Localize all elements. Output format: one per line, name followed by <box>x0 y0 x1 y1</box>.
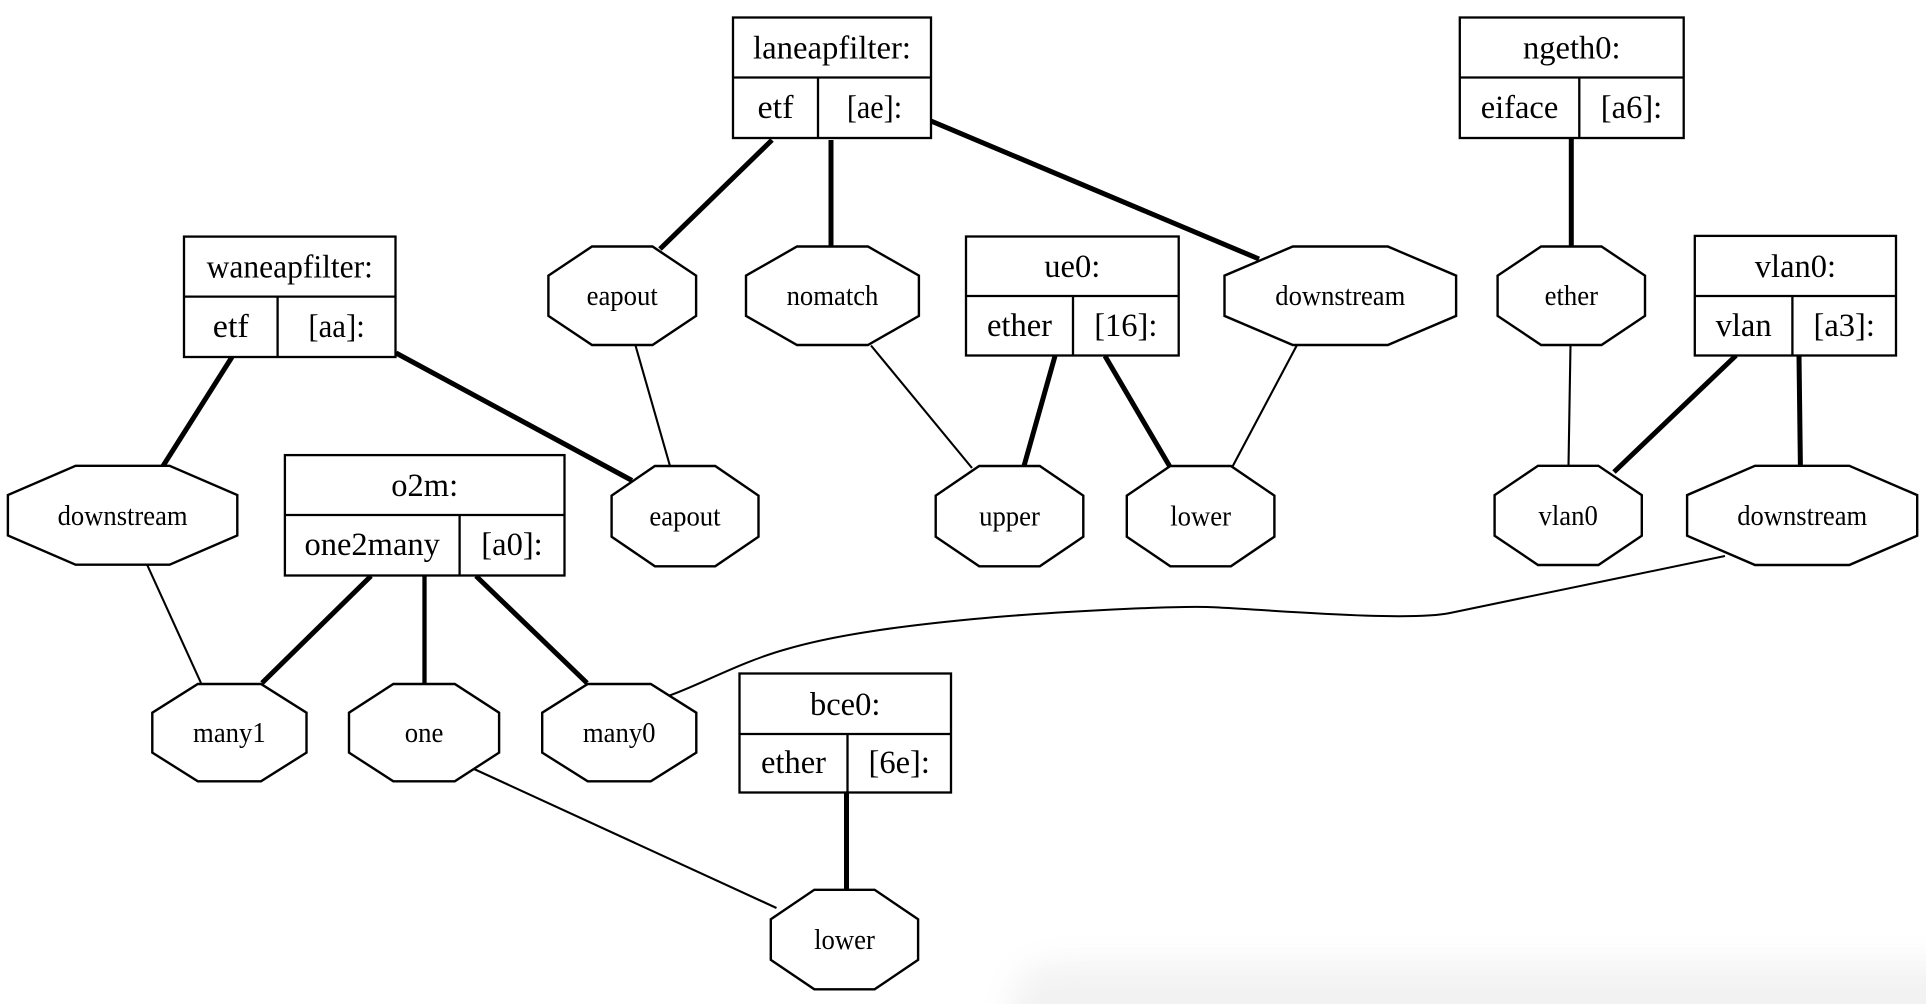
svg-text:lower: lower <box>814 925 875 956</box>
svg-text:etf: etf <box>213 309 249 345</box>
svg-text:[aa]:: [aa]: <box>308 309 364 345</box>
svg-text:many1: many1 <box>193 718 266 749</box>
svg-text:ue0:: ue0: <box>1044 249 1100 285</box>
svg-text:waneapfilter:: waneapfilter: <box>207 250 373 286</box>
svg-text:upper: upper <box>979 502 1040 533</box>
svg-text:eapout: eapout <box>587 281 658 312</box>
svg-text:eapout: eapout <box>649 502 720 533</box>
svg-text:[16]:: [16]: <box>1094 308 1157 344</box>
svg-text:vlan: vlan <box>1716 308 1772 344</box>
svg-text:downstream: downstream <box>58 501 188 532</box>
svg-text:vlan0:: vlan0: <box>1755 249 1836 285</box>
svg-text:downstream: downstream <box>1275 281 1405 312</box>
svg-text:downstream: downstream <box>1737 501 1867 532</box>
svg-text:ether: ether <box>761 745 826 781</box>
svg-text:nomatch: nomatch <box>787 281 879 312</box>
svg-text:eiface: eiface <box>1481 90 1559 126</box>
svg-text:ether: ether <box>987 308 1052 344</box>
svg-text:[a6]:: [a6]: <box>1601 90 1662 126</box>
svg-text:one2many: one2many <box>305 527 441 563</box>
svg-text:ether: ether <box>1545 281 1599 312</box>
svg-text:etf: etf <box>758 90 794 126</box>
svg-text:lower: lower <box>1170 502 1231 533</box>
svg-text:many0: many0 <box>583 718 656 749</box>
svg-text:[a0]:: [a0]: <box>481 527 542 563</box>
svg-text:ngeth0:: ngeth0: <box>1523 31 1621 67</box>
svg-text:[ae]:: [ae]: <box>847 90 902 126</box>
svg-text:one: one <box>405 718 444 749</box>
svg-text:bce0:: bce0: <box>810 687 880 723</box>
svg-text:[a3]:: [a3]: <box>1814 308 1875 344</box>
svg-text:laneapfilter:: laneapfilter: <box>753 31 911 67</box>
svg-text:o2m:: o2m: <box>391 468 458 504</box>
svg-text:[6e]:: [6e]: <box>869 745 930 781</box>
svg-text:vlan0: vlan0 <box>1539 501 1598 532</box>
